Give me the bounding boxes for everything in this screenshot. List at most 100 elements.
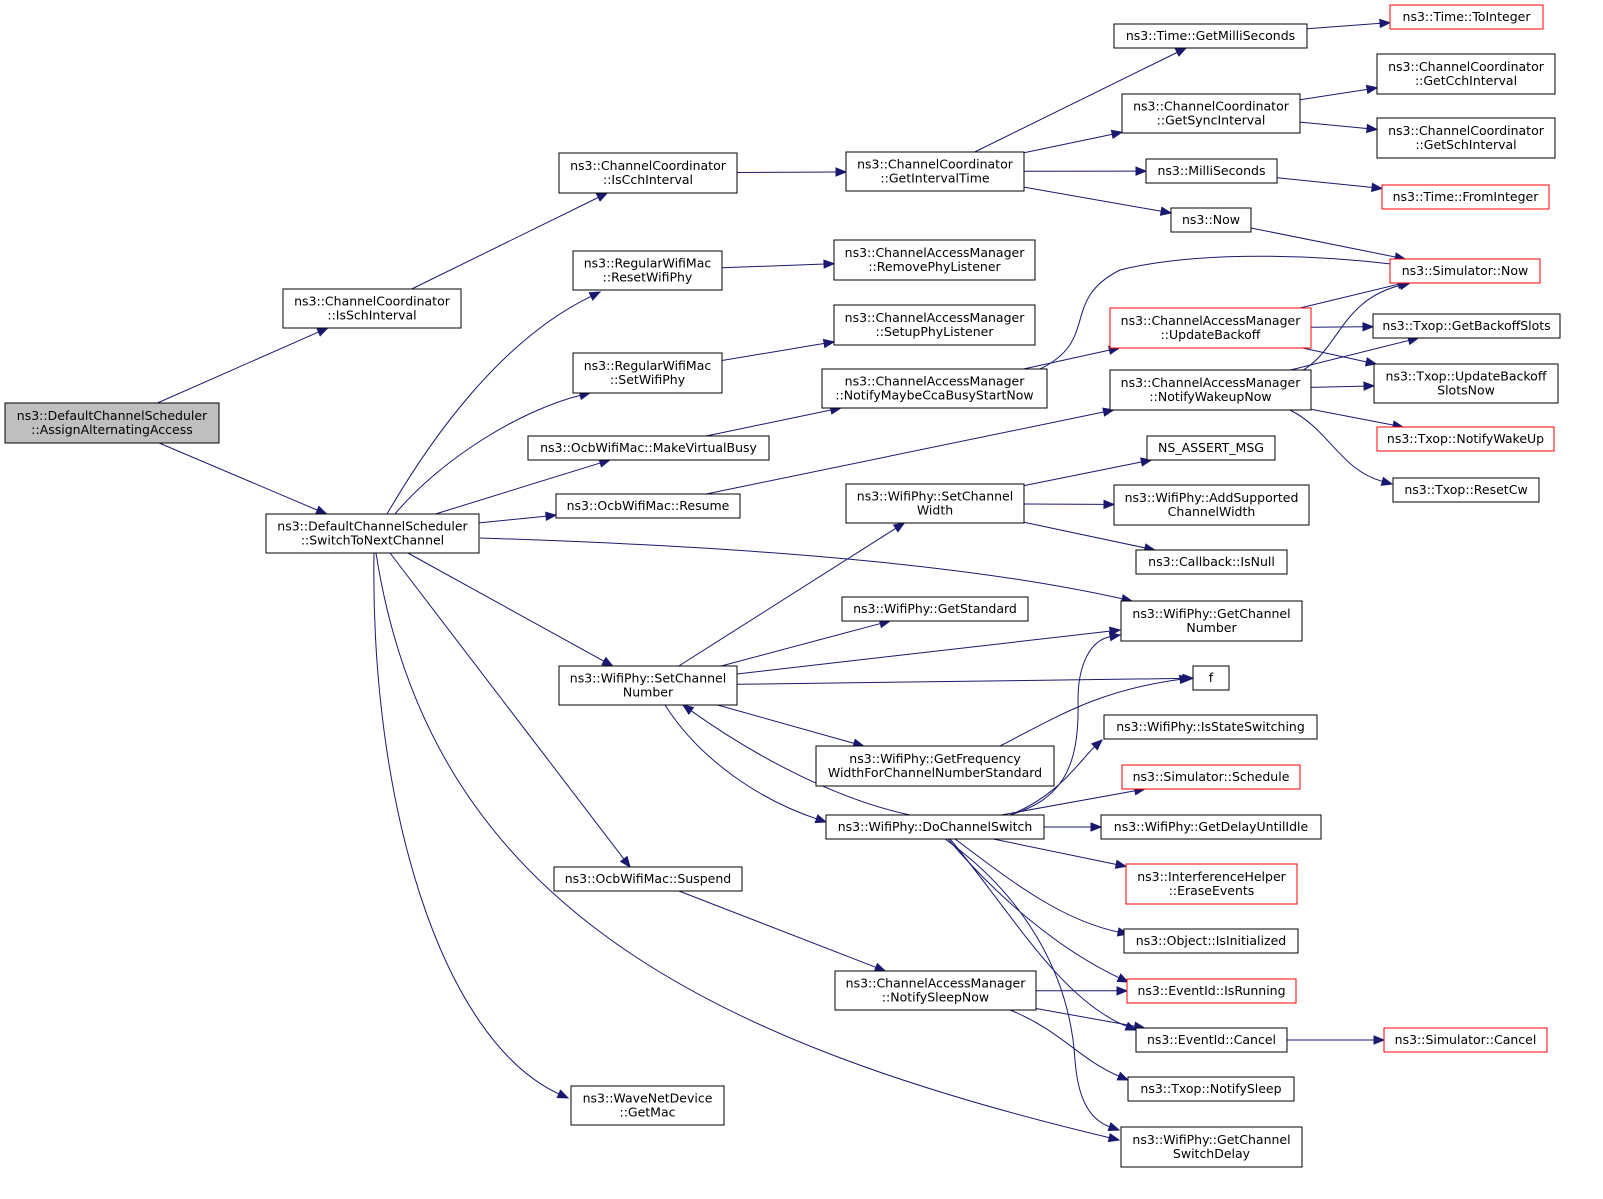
arrowhead-icon (1091, 739, 1103, 751)
node-label: ns3::WifiPhy::SetChannel (857, 489, 1013, 504)
node-setPhy[interactable]: ns3::RegularWifiMac::SetWifiPhy (572, 352, 723, 394)
node-label: ::IsCchInterval (603, 172, 693, 187)
node-makeBusy[interactable]: ns3::OcbWifiMac::MakeVirtualBusy (527, 435, 770, 461)
node-f[interactable]: f (1192, 665, 1230, 691)
node-box (1372, 313, 1561, 339)
node-simCancel[interactable]: ns3::Simulator::Cancel (1383, 1027, 1548, 1053)
arrowhead-icon (1124, 1021, 1138, 1031)
edge-notifySleep-to-txopSleep (1009, 1009, 1130, 1081)
node-notifySleep[interactable]: ns3::ChannelAccessManager::NotifySleepNo… (834, 970, 1037, 1011)
node-label: Number (623, 685, 674, 700)
node-schedule[interactable]: ns3::Simulator::Schedule (1121, 764, 1301, 790)
node-resetPhy[interactable]: ns3::RegularWifiMac::ResetWifiPhy (572, 250, 723, 291)
node-getFreq[interactable]: ns3::WifiPhy::GetFrequencyWidthForChanne… (815, 745, 1055, 787)
node-cancel[interactable]: ns3::EventId::Cancel (1135, 1027, 1288, 1053)
arrowhead-icon (1373, 1035, 1386, 1045)
node-isCch[interactable]: ns3::ChannelCoordinator::IsCchInterval (558, 152, 738, 194)
node-fromInt[interactable]: ns3::Time::FromInteger (1381, 184, 1550, 210)
edge-doSwitch-to-getChNum (1009, 632, 1122, 816)
node-isSwitching[interactable]: ns3::WifiPhy::IsStateSwitching (1103, 714, 1318, 740)
node-box (841, 596, 1029, 622)
node-label: ::NotifyWakeupNow (1149, 389, 1271, 404)
node-getIntTime[interactable]: ns3::ChannelCoordinator::GetIntervalTime (845, 151, 1025, 192)
node-setupListener[interactable]: ns3::ChannelAccessManager::SetupPhyListe… (833, 304, 1036, 346)
arrowhead-icon (835, 167, 848, 177)
node-label: ns3::ChannelCoordinator (1133, 99, 1290, 114)
node-label: ns3::WifiPhy::AddSupported (1125, 490, 1299, 505)
node-root[interactable]: ns3::DefaultChannelScheduler::AssignAlte… (4, 402, 220, 444)
node-notifyWake[interactable]: ns3::ChannelAccessManager::NotifyWakeupN… (1109, 369, 1312, 411)
node-notifyCca[interactable]: ns3::ChannelAccessManager::NotifyMaybeCc… (821, 368, 1048, 409)
node-resetCw[interactable]: ns3::Txop::ResetCw (1392, 477, 1540, 503)
node-suspend[interactable]: ns3::OcbWifiMac::Suspend (553, 866, 743, 892)
node-eraseEvents[interactable]: ns3::InterferenceHelper::EraseEvents (1125, 863, 1298, 905)
node-label: ::IsSchInterval (327, 308, 416, 323)
call-edges (157, 18, 1420, 1143)
node-getBackoff[interactable]: ns3::Txop::GetBackoffSlots (1372, 313, 1561, 339)
arrowhead-icon (822, 338, 836, 349)
edge-switch-to-resetPhy (386, 291, 602, 515)
node-label: ns3::RegularWifiMac (584, 358, 712, 373)
node-label: ns3::ChannelCoordinator (1388, 59, 1545, 74)
node-label: ns3::ChannelAccessManager (1121, 375, 1302, 390)
node-doSwitch[interactable]: ns3::WifiPhy::DoChannelSwitch (825, 814, 1045, 840)
node-isSch[interactable]: ns3::ChannelCoordinator::IsSchInterval (282, 288, 462, 329)
node-label: ns3::OcbWifiMac::Suspend (565, 871, 731, 886)
node-txopWake[interactable]: ns3::Txop::NotifyWakeUp (1376, 426, 1555, 452)
node-label: ns3::Txop::ResetCw (1404, 482, 1527, 497)
node-now[interactable]: ns3::Now (1170, 207, 1252, 233)
node-label: NS_ASSERT_MSG (1158, 440, 1264, 455)
node-isRunning[interactable]: ns3::EventId::IsRunning (1126, 978, 1297, 1004)
node-box (1120, 1126, 1303, 1168)
arrowhead-icon (1108, 632, 1122, 642)
node-label: ::RemovePhyListener (868, 259, 1001, 274)
node-txopSleep[interactable]: ns3::Txop::NotifySleep (1127, 1076, 1295, 1102)
node-resume[interactable]: ns3::OcbWifiMac::Resume (555, 493, 741, 519)
node-label: ns3::Simulator::Cancel (1395, 1032, 1537, 1047)
node-getStd[interactable]: ns3::WifiPhy::GetStandard (841, 596, 1029, 622)
node-label: ns3::ChannelCoordinator (857, 157, 1014, 172)
edge-getSync-to-getCch (1299, 84, 1379, 101)
node-getSch[interactable]: ns3::ChannelCoordinator::GetSchInterval (1376, 117, 1556, 159)
node-label: ::GetSyncInterval (1157, 113, 1266, 128)
node-simNow[interactable]: ns3::Simulator::Now (1389, 258, 1541, 284)
node-getCch[interactable]: ns3::ChannelCoordinator::GetCchInterval (1376, 53, 1556, 95)
edge-isCch-to-getIntTime (736, 167, 848, 177)
edge-doSwitch-to-isInit (954, 838, 1130, 937)
edge-getIntTime-to-getSync (1023, 129, 1124, 154)
node-box (834, 970, 1037, 1011)
node-updBackoff[interactable]: ns3::ChannelAccessManager::UpdateBackoff (1109, 307, 1312, 349)
node-label: ns3::Simulator::Schedule (1133, 769, 1290, 784)
edge-switch-to-getMac (373, 552, 570, 1099)
node-assertMsg[interactable]: NS_ASSERT_MSG (1146, 435, 1276, 461)
node-box (558, 665, 738, 706)
node-removeListener[interactable]: ns3::ChannelAccessManager::RemovePhyList… (833, 239, 1036, 281)
node-box (555, 493, 741, 519)
arrowhead-icon (1114, 859, 1128, 869)
node-box (1170, 207, 1252, 233)
node-label: ns3::ChannelCoordinator (294, 294, 451, 309)
node-milliSec[interactable]: ns3::MilliSeconds (1145, 158, 1278, 184)
node-getMac[interactable]: ns3::WaveNetDevice::GetMac (570, 1085, 725, 1126)
arrowhead-icon (316, 327, 329, 337)
node-isNull[interactable]: ns3::Callback::IsNull (1135, 549, 1288, 575)
node-getSync[interactable]: ns3::ChannelCoordinator::GetSyncInterval (1121, 93, 1301, 134)
node-toInteger[interactable]: ns3::Time::ToInteger (1389, 4, 1544, 30)
node-getMilli[interactable]: ns3::Time::GetMilliSeconds (1113, 23, 1308, 49)
node-label: ::GetSchInterval (1415, 137, 1516, 152)
node-switch[interactable]: ns3::DefaultChannelScheduler::SwitchToNe… (265, 513, 480, 554)
node-label: ns3::ChannelCoordinator (570, 158, 727, 173)
node-box (1192, 665, 1230, 691)
edge-getIntTime-to-milliSec (1023, 166, 1148, 176)
arrowhead-icon (1178, 674, 1192, 685)
node-isInit[interactable]: ns3::Object::IsInitialized (1123, 928, 1299, 954)
node-getDelay[interactable]: ns3::WifiPhy::GetDelayUntilIdle (1100, 814, 1322, 840)
node-label: ns3::ChannelCoordinator (1388, 123, 1545, 138)
node-label: ns3::ChannelAccessManager (845, 245, 1026, 260)
